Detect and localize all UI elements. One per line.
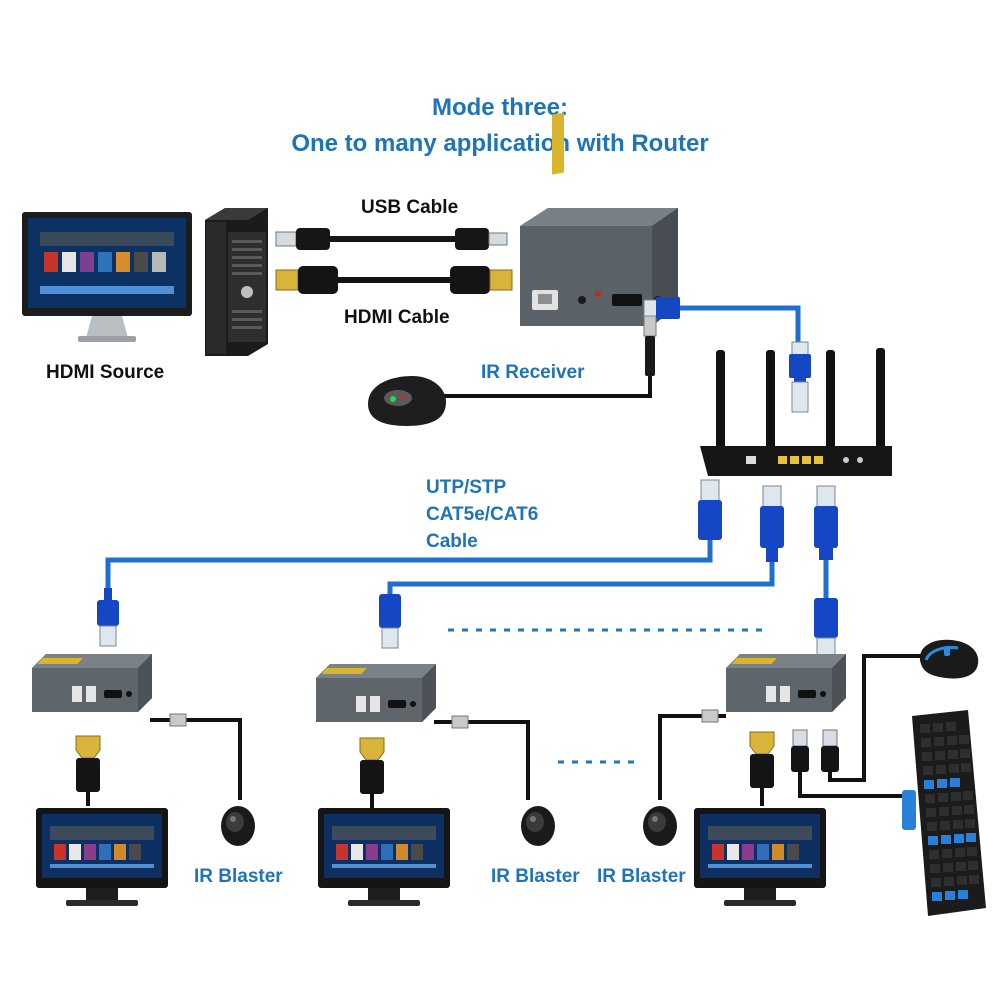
receiver-unit-2 [316,664,555,906]
cable-type-line1: UTP/STP [426,477,507,498]
ethernet-cable-2 [379,485,784,649]
router [700,348,892,476]
keyboard [902,710,986,916]
ethernet-cable-3 [814,485,838,663]
receiver-unit-1 [32,654,255,906]
ethernet-cable-1 [97,479,722,647]
ir-blaster-label-1: IR Blaster [194,866,283,887]
ir-receiver [368,313,657,426]
pc-tower [205,208,268,356]
cable-type-line2: CAT5e/CAT6 [426,504,539,525]
diagram-title-line1: Mode three: [431,94,568,121]
ir-blaster-label-3: IR Blaster [597,866,686,887]
source-monitor [22,212,192,342]
hdmi-source-label: HDMI Source [46,362,165,383]
mouse [919,639,979,679]
ir-receiver-label: IR Receiver [481,362,585,383]
ir-blaster-label-2: IR Blaster [491,866,580,887]
usb-cable [275,228,508,250]
hdmi-cable [275,266,513,294]
cable-type-line3: Cable [426,531,478,552]
usb-cable-label: USB Cable [361,197,459,218]
uplink-ethernet-cable [643,297,812,413]
diagram-title-line2: One to many application with Router [291,130,709,157]
receiver-unit-3 [643,654,924,906]
transmitter-unit [520,112,678,326]
hdmi-cable-label: HDMI Cable [344,307,450,328]
